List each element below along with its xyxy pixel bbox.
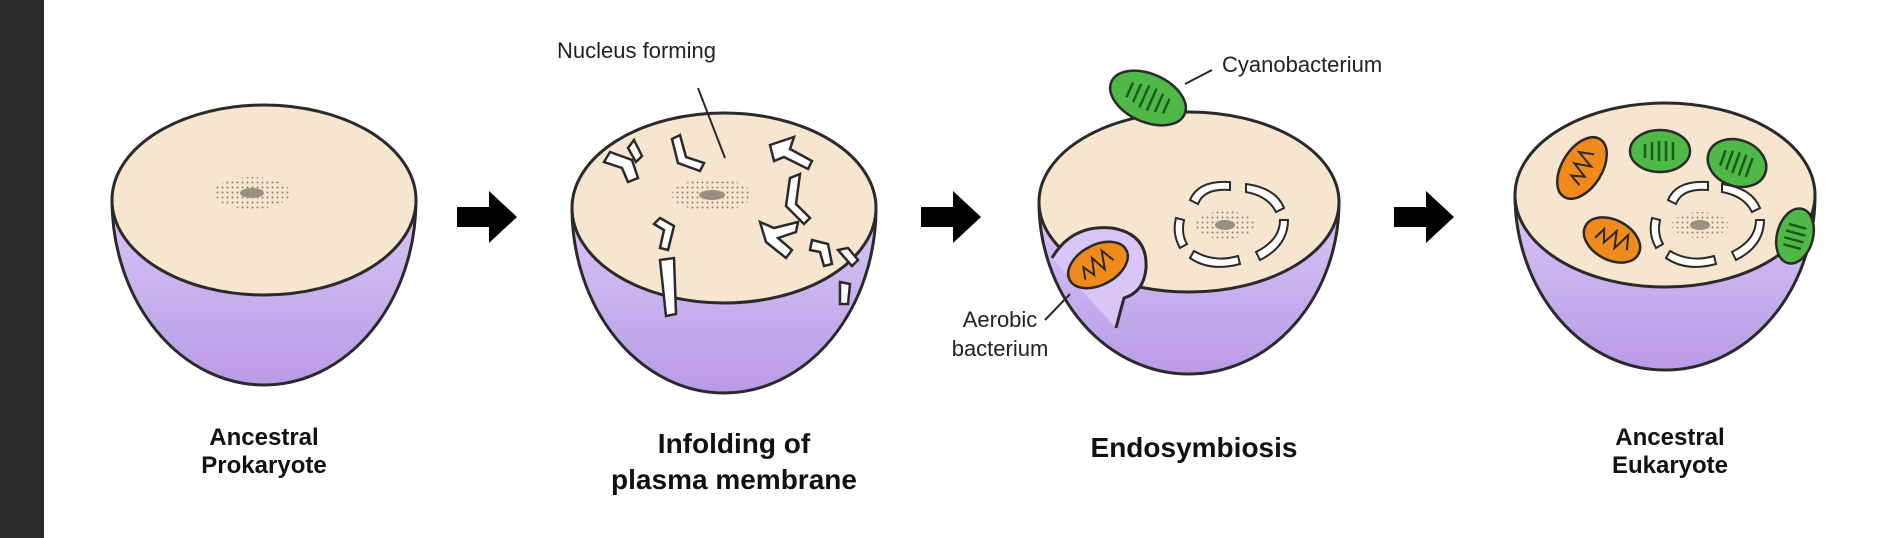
membrane-infoldings [602,133,860,318]
stage-label-line2: Prokaryote [201,452,327,479]
mitochondrion-icon [1044,240,1130,321]
mitochondrion-icon [1582,216,1642,264]
mitochondrion-icon [1556,136,1608,200]
stage-label-endosymbiosis: Endosymbiosis [1044,430,1344,466]
stage-label-line2: Eukaryote [1611,452,1729,479]
stage-label-ancestral-prokaryote: Ancestral Prokaryote [164,424,364,480]
nuclear-envelope [1173,180,1290,268]
cell-endosymbiosis [1037,110,1341,376]
right-arrow-icon [457,191,517,243]
right-arrow-icon [1394,191,1454,243]
left-dark-bar [0,0,44,538]
nuclear-envelope [1649,180,1766,268]
stage-label-line1: Ancestral [1615,424,1725,451]
callout-nucleus-forming: Nucleus forming [557,38,716,63]
stage-label-line1: Endosymbiosis [1090,432,1298,463]
callout-cyanobacterium: Cyanobacterium [1222,52,1383,77]
chloroplast-icon [1774,207,1816,265]
stage-label-line2: plasma membrane [611,464,857,495]
stage-label-ancestral-eukaryote: Ancestral Eukaryote [1570,424,1770,480]
right-arrow-icon [921,191,981,243]
stage-label-infolding: Infolding of plasma membrane [564,426,904,498]
callout-aerobic-line2: bacterium [951,336,1049,361]
chloroplast-icon [1706,137,1768,189]
stage-label-line1: Ancestral [209,424,319,451]
callout-aerobic-bacterium: Aerobic bacterium [940,305,1060,363]
stage-label-line1: Infolding of [657,428,811,459]
nucleus-forming-leader [697,87,726,159]
chloroplast-icon [1628,128,1692,174]
callout-aerobic-line1: Aerobic [962,307,1038,332]
chloroplast-icon [1108,69,1213,127]
cell-infolding [570,87,878,395]
cell-ancestral-prokaryote [110,103,418,387]
